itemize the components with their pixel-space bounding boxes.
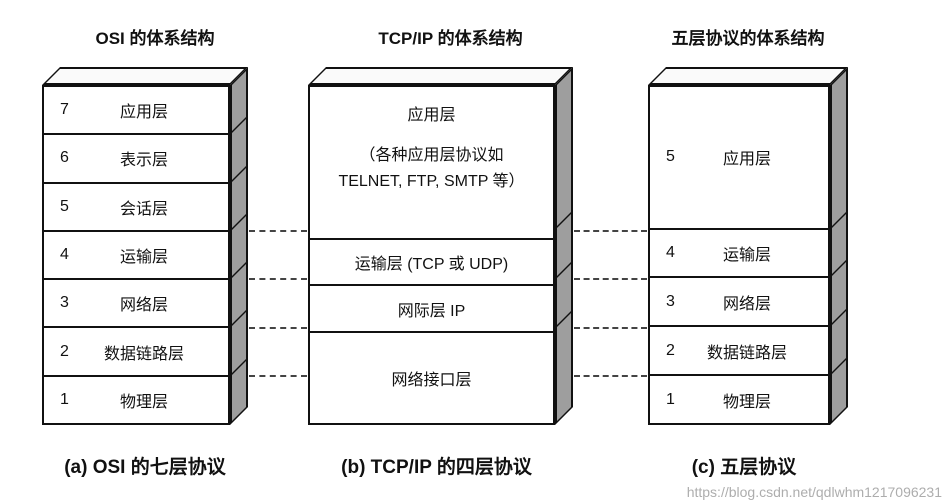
five-layer-transport: 4 运输层 <box>650 227 828 277</box>
osi-layer-transport: 4 运输层 <box>44 229 228 278</box>
osi-layer-session: 5 会话层 <box>44 181 228 230</box>
five-layer-label: 应用层 <box>722 151 771 169</box>
watermark-text: https://blog.csdn.net/qdlwhm1217096231 <box>686 484 942 500</box>
five-box-side-face <box>830 67 848 425</box>
tcpip-application-note-line1: （各种应用层协议如 <box>359 147 504 164</box>
dashed-connector-right-datalink-physical <box>574 375 647 377</box>
tcpip-layer-application: 应用层 （各种应用层协议如 TELNET, FTP, SMTP 等） <box>310 87 553 238</box>
osi-layer-number: 6 <box>60 149 69 167</box>
osi-layer-number: 1 <box>60 390 69 408</box>
tcpip-caption: (b) TCP/IP 的四层协议 <box>341 457 532 478</box>
tcpip-title: TCP/IP 的体系结构 <box>378 29 523 48</box>
five-layer-number: 4 <box>666 244 675 261</box>
five-layer-number: 2 <box>666 341 675 359</box>
dashed-connector-left-transport-network <box>249 278 307 280</box>
osi-layer-number: 3 <box>60 294 69 312</box>
five-layer-caption: (c) 五层协议 <box>691 457 797 478</box>
tcpip-network-interface-label: 网络接口层 <box>391 372 472 390</box>
osi-layer-label: 表示层 <box>119 152 168 170</box>
tcpip-internet-label: 网际层 IP <box>397 302 466 320</box>
five-layer-datalink: 2 数据链路层 <box>650 325 828 374</box>
tcpip-side-seg <box>557 71 571 226</box>
tcpip-application-note-line2: TELNET, FTP, SMTP 等） <box>338 173 525 190</box>
five-layer-network: 3 网络层 <box>650 276 828 325</box>
tcpip-box-side-face <box>555 67 573 425</box>
dashed-connector-left-network-datalink <box>249 327 307 329</box>
tcpip-layer-network-interface: 网络接口层 <box>310 331 553 423</box>
tcpip-layer-internet: 网际层 IP <box>310 284 553 331</box>
five-box-top-face <box>648 67 848 85</box>
five-layer-label: 网络层 <box>722 295 771 313</box>
osi-stack: 7 应用层 6 表示层 5 会话层 4 运输层 3 网络层 2 数据链路层 1 … <box>42 85 230 425</box>
five-layer-stack: 5 应用层 4 运输层 3 网络层 2 数据链路层 1 物理层 <box>648 85 830 425</box>
osi-layer-label: 网络层 <box>119 297 168 315</box>
tcpip-stack: 应用层 （各种应用层协议如 TELNET, FTP, SMTP 等） 运输层 (… <box>308 85 555 425</box>
osi-layer-number: 7 <box>60 101 69 119</box>
five-layer-label: 运输层 <box>722 247 771 264</box>
five-side-seg <box>832 71 846 226</box>
osi-layer-number: 4 <box>60 245 69 263</box>
osi-layer-label: 数据链路层 <box>103 345 184 363</box>
osi-title: OSI 的体系结构 <box>95 29 215 48</box>
five-layer-label: 物理层 <box>722 393 771 411</box>
osi-layer-number: 2 <box>60 342 69 360</box>
osi-box-side-face <box>230 67 248 425</box>
osi-layer-network: 3 网络层 <box>44 278 228 326</box>
osi-caption: (a) OSI 的七层协议 <box>64 457 226 478</box>
five-layer-number: 3 <box>666 292 675 310</box>
osi-layer-application: 7 应用层 <box>44 87 228 133</box>
five-layer-number: 5 <box>666 148 675 166</box>
dashed-connector-left-datalink-physical <box>249 375 307 377</box>
osi-layer-label: 运输层 <box>119 248 168 266</box>
five-layer-physical: 1 物理层 <box>650 374 828 423</box>
tcpip-layer-transport: 运输层 (TCP 或 UDP) <box>310 237 553 285</box>
tcpip-application-label: 应用层 <box>407 107 456 124</box>
tcpip-transport-label: 运输层 (TCP 或 UDP) <box>354 256 509 273</box>
five-layer-application: 5 应用层 <box>650 87 828 228</box>
osi-layer-physical: 1 物理层 <box>44 374 228 423</box>
osi-layer-label: 物理层 <box>119 393 168 411</box>
dashed-connector-left-session-transport <box>249 230 307 232</box>
osi-box-top-face <box>42 67 248 85</box>
dashed-connector-right-transport-network <box>574 278 647 280</box>
osi-layer-label: 会话层 <box>119 200 168 218</box>
five-layer-title: 五层协议的体系结构 <box>671 29 825 48</box>
dashed-connector-right-network-datalink <box>574 327 647 329</box>
tcpip-side-seg <box>557 310 571 421</box>
five-layer-label: 数据链路层 <box>706 344 787 362</box>
osi-layer-presentation: 6 表示层 <box>44 133 228 181</box>
osi-layer-label: 应用层 <box>119 104 168 122</box>
tcpip-box-top-face <box>308 67 573 85</box>
osi-layer-number: 5 <box>60 197 69 215</box>
osi-layer-datalink: 2 数据链路层 <box>44 326 228 374</box>
five-layer-number: 1 <box>666 390 675 408</box>
dashed-connector-right-session-transport <box>574 230 647 232</box>
